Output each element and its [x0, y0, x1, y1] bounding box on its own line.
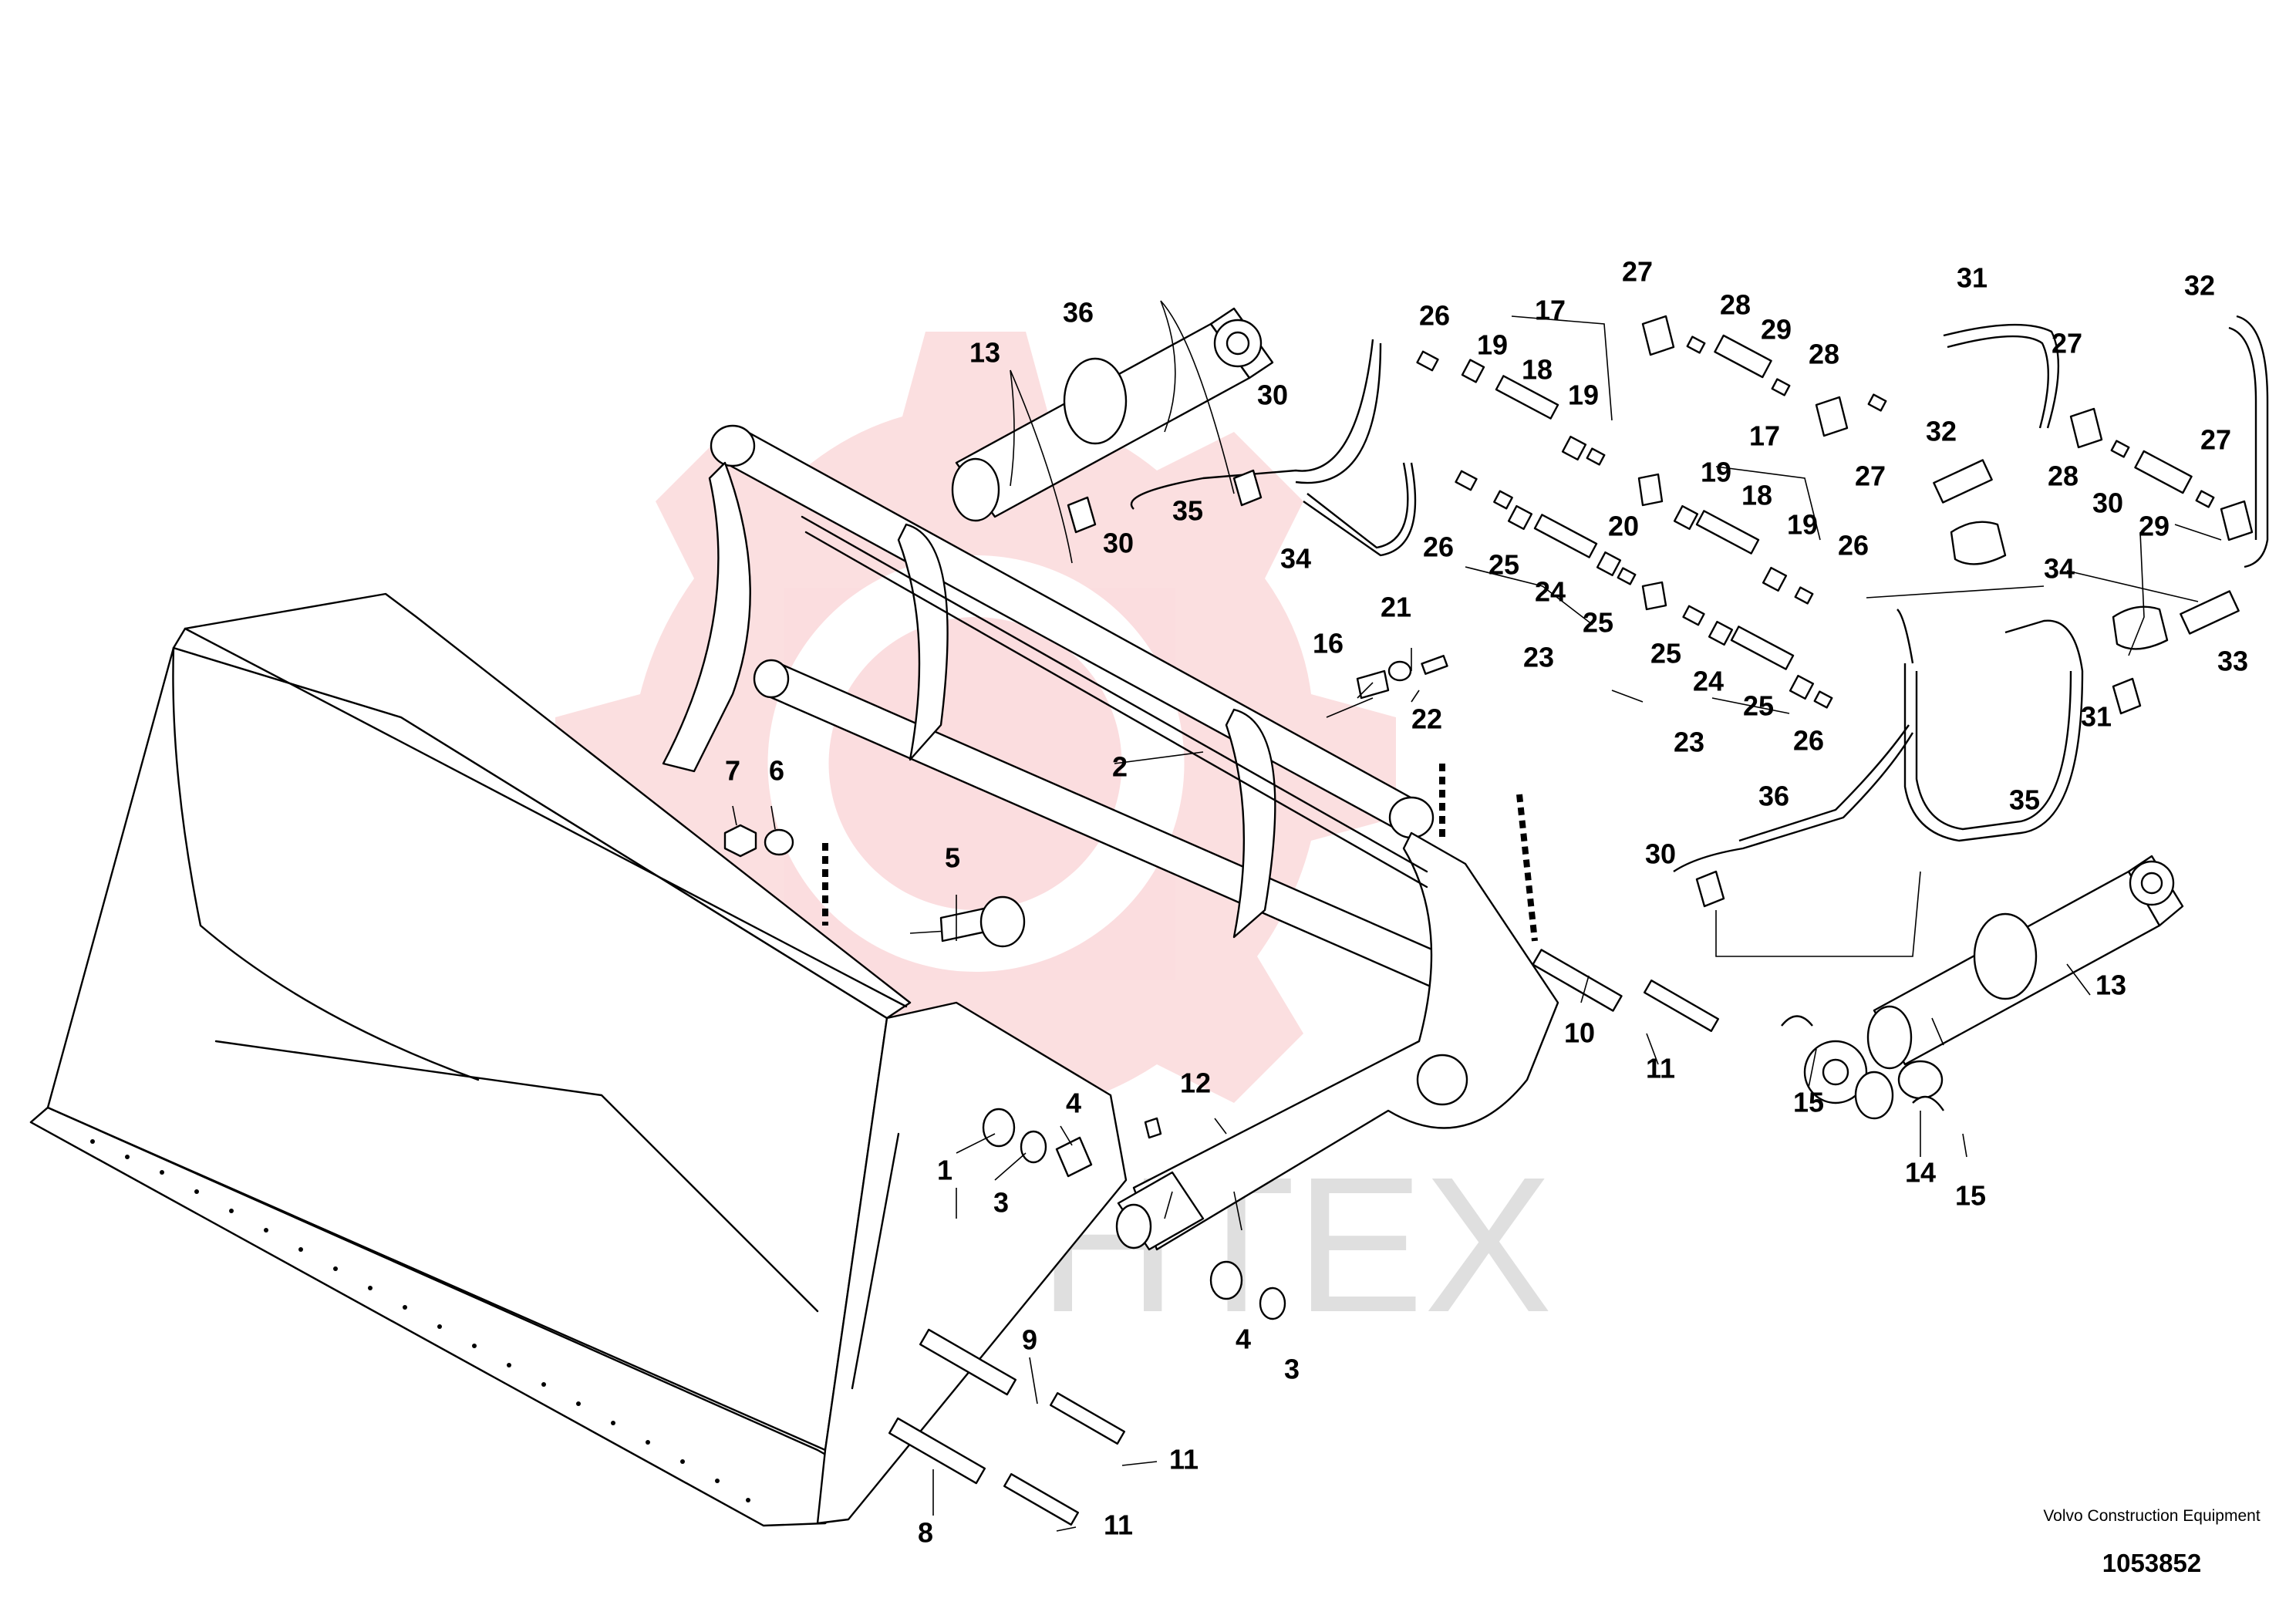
callout-17: 17: [1535, 295, 1566, 326]
callout-3: 3: [1284, 1354, 1300, 1385]
callout-25: 25: [1489, 549, 1519, 581]
callout-21: 21: [1381, 592, 1411, 623]
callout-32: 32: [1926, 416, 1957, 447]
callout-32: 33: [2217, 646, 2248, 677]
callout-28: 28: [2048, 460, 2079, 492]
callout-27: 27: [2200, 424, 2231, 456]
callout-29: 29: [1761, 314, 1792, 346]
callout-34: 35: [2009, 784, 2040, 816]
callout-30: 30: [1257, 379, 1288, 411]
callout-33: 34: [2044, 553, 2075, 585]
callout-26: 26: [1793, 725, 1824, 757]
hydraulic-hoses: [1130, 315, 2269, 872]
leader-lines: [732, 300, 2222, 1532]
callout-9: 9: [1022, 1324, 1037, 1356]
callout-26: 26: [1423, 531, 1454, 563]
callout-27: 27: [2052, 328, 2082, 359]
callout-23: 23: [1674, 727, 1704, 758]
callout-5: 5: [945, 842, 960, 874]
callout-11: 11: [1646, 1053, 1675, 1084]
callout-19: 19: [1787, 509, 1818, 541]
callout-1: 1: [937, 1155, 952, 1186]
right-lift-cylinder: [1803, 855, 2184, 1104]
callout-labels: 1 2 3 3 4 4 5 6 7 8 9 10 11 11 11 12 13 …: [725, 256, 2248, 1549]
callout-30: 30: [1645, 838, 1676, 870]
callout-4: 4: [1236, 1324, 1251, 1355]
callout-34: 34: [1280, 543, 1311, 575]
fittings: [723, 315, 2254, 1526]
callout-27: 27: [1622, 256, 1653, 288]
callout-13: 13: [2095, 969, 2126, 1001]
callout-36: 36: [1063, 297, 1094, 329]
bucket: [29, 592, 1128, 1527]
callout-28: 29: [2139, 511, 2170, 542]
callout-11: 11: [1104, 1509, 1133, 1541]
callout-20: 20: [1608, 511, 1639, 542]
callout-24: 24: [1535, 576, 1566, 608]
callout-30: 30: [1103, 528, 1134, 559]
callout-13: 13: [969, 337, 1000, 369]
callout-25: 25: [1650, 638, 1681, 669]
callout-28: 28: [1809, 339, 1839, 370]
left-hose-clamp: [1063, 357, 1128, 445]
callout-15: 15: [1955, 1180, 1986, 1212]
callout-29: 30: [2092, 487, 2123, 519]
callout-11: 11: [1169, 1444, 1199, 1475]
cutting-edge-bolts: [90, 1139, 750, 1502]
manufacturer-caption: Volvo Construction Equipment: [2043, 1507, 2261, 1525]
callout-7: 7: [725, 755, 740, 787]
callout-18: 18: [1522, 354, 1553, 386]
callout-31: 32: [2184, 270, 2215, 302]
callout-18: 18: [1741, 480, 1772, 511]
callout-25: 25: [1743, 690, 1774, 722]
callout-3: 3: [993, 1187, 1009, 1219]
callout-28: 28: [1720, 289, 1751, 321]
callout-4: 4: [1066, 1088, 1081, 1119]
callout-17: 17: [1749, 420, 1780, 452]
callout-31: 31: [1957, 262, 1988, 294]
callout-19: 19: [1701, 457, 1731, 488]
bucket-frame: [662, 424, 1559, 1251]
drawing-number: 1053852: [2102, 1549, 2202, 1577]
callout-26: 26: [1419, 300, 1450, 332]
callout-14: 14: [1905, 1157, 1936, 1189]
callout-6: 6: [769, 755, 784, 787]
callout-2: 2: [1112, 751, 1128, 783]
callout-19: 19: [1568, 379, 1599, 411]
callout-19: 19: [1477, 329, 1508, 361]
callout-30: 31: [2081, 701, 2112, 733]
callout-35: 36: [1758, 781, 1789, 812]
callout-15: 15: [1793, 1087, 1824, 1118]
callout-10: 10: [1564, 1017, 1595, 1049]
callout-26: 26: [1838, 530, 1869, 561]
callout-27: 27: [1855, 460, 1886, 492]
callout-16: 16: [1313, 628, 1344, 659]
callout-25: 25: [1583, 607, 1613, 639]
callout-23: 23: [1523, 642, 1554, 673]
callout-35: 35: [1172, 495, 1203, 527]
callout-22: 22: [1411, 703, 1442, 735]
callout-12: 12: [1180, 1067, 1211, 1099]
callout-8: 8: [918, 1517, 933, 1549]
callout-24: 24: [1693, 666, 1724, 697]
